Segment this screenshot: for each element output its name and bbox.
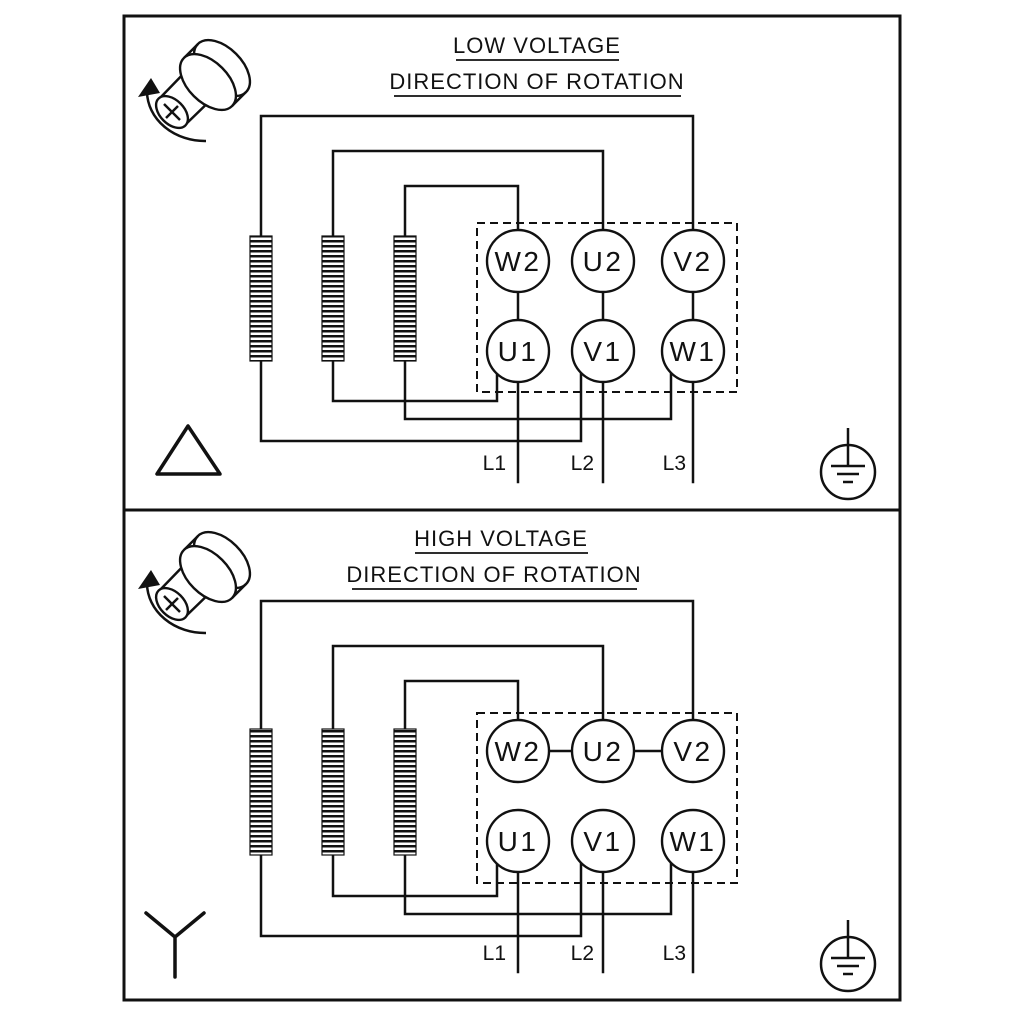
winding-top-wires bbox=[259, 114, 695, 238]
terminal-v1: V1 bbox=[570, 318, 636, 384]
panel-title: LOW VOLTAGE bbox=[453, 33, 621, 58]
terminal-w2: W2 bbox=[485, 718, 551, 784]
delta-symbol bbox=[155, 424, 222, 476]
panel-subtitle: DIRECTION OF ROTATION bbox=[346, 562, 641, 587]
panel-title: HIGH VOLTAGE bbox=[414, 526, 588, 551]
terminal-label: W2 bbox=[495, 246, 542, 277]
terminal-label: W1 bbox=[670, 826, 717, 857]
winding-coil bbox=[321, 235, 345, 362]
delta-links bbox=[516, 290, 695, 322]
terminal-box bbox=[476, 712, 738, 884]
terminal-label: V2 bbox=[673, 736, 712, 767]
terminal-u1: U1 bbox=[485, 318, 551, 384]
supply-label-l2: L2 bbox=[571, 942, 594, 965]
winding-coil bbox=[393, 235, 417, 362]
terminal-label: V1 bbox=[583, 336, 622, 367]
panel-subtitle: DIRECTION OF ROTATION bbox=[389, 69, 684, 94]
terminal-label: V2 bbox=[673, 246, 712, 277]
terminal-u2: U2 bbox=[570, 228, 636, 294]
terminal-label: W1 bbox=[670, 336, 717, 367]
winding-top-wires bbox=[259, 599, 695, 731]
panel-low-voltage: LOW VOLTAGE DIRECTION OF ROTATION bbox=[122, 14, 902, 512]
earth-ground-icon bbox=[819, 918, 877, 993]
terminal-label: U2 bbox=[583, 246, 624, 277]
terminal-label: U1 bbox=[498, 826, 539, 857]
supply-lines bbox=[516, 870, 695, 974]
rotating-shaft-icon bbox=[136, 28, 262, 143]
panel-border bbox=[122, 508, 902, 1002]
winding-bottom-wires bbox=[259, 359, 673, 443]
star-symbol bbox=[144, 911, 206, 979]
terminal-label: U1 bbox=[498, 336, 539, 367]
winding-coil bbox=[249, 235, 273, 362]
supply-label-l1: L1 bbox=[483, 452, 506, 475]
terminal-u2: U2 bbox=[570, 718, 636, 784]
terminal-w2: W2 bbox=[485, 228, 551, 294]
winding-coil bbox=[393, 728, 417, 856]
terminal-v2: V2 bbox=[660, 228, 726, 294]
terminal-label: W2 bbox=[495, 736, 542, 767]
supply-label-l2: L2 bbox=[571, 452, 594, 475]
terminal-label: U2 bbox=[583, 736, 624, 767]
rotating-shaft-icon bbox=[136, 520, 262, 635]
terminal-label: V1 bbox=[583, 826, 622, 857]
winding-coil bbox=[249, 728, 273, 856]
supply-label-l3: L3 bbox=[663, 452, 686, 475]
terminal-v2: V2 bbox=[660, 718, 726, 784]
terminal-w1: W1 bbox=[660, 318, 726, 384]
panel-high-voltage: HIGH VOLTAGE DIRECTION OF ROTATION bbox=[122, 508, 902, 1002]
winding-coil bbox=[321, 728, 345, 856]
terminal-v1: V1 bbox=[570, 808, 636, 874]
supply-lines bbox=[516, 380, 695, 484]
supply-label-l1: L1 bbox=[483, 942, 506, 965]
earth-ground-icon bbox=[819, 426, 877, 501]
terminal-w1: W1 bbox=[660, 808, 726, 874]
supply-label-l3: L3 bbox=[663, 942, 686, 965]
terminal-box bbox=[476, 222, 738, 393]
winding-bottom-wires bbox=[259, 853, 673, 938]
terminal-u1: U1 bbox=[485, 808, 551, 874]
